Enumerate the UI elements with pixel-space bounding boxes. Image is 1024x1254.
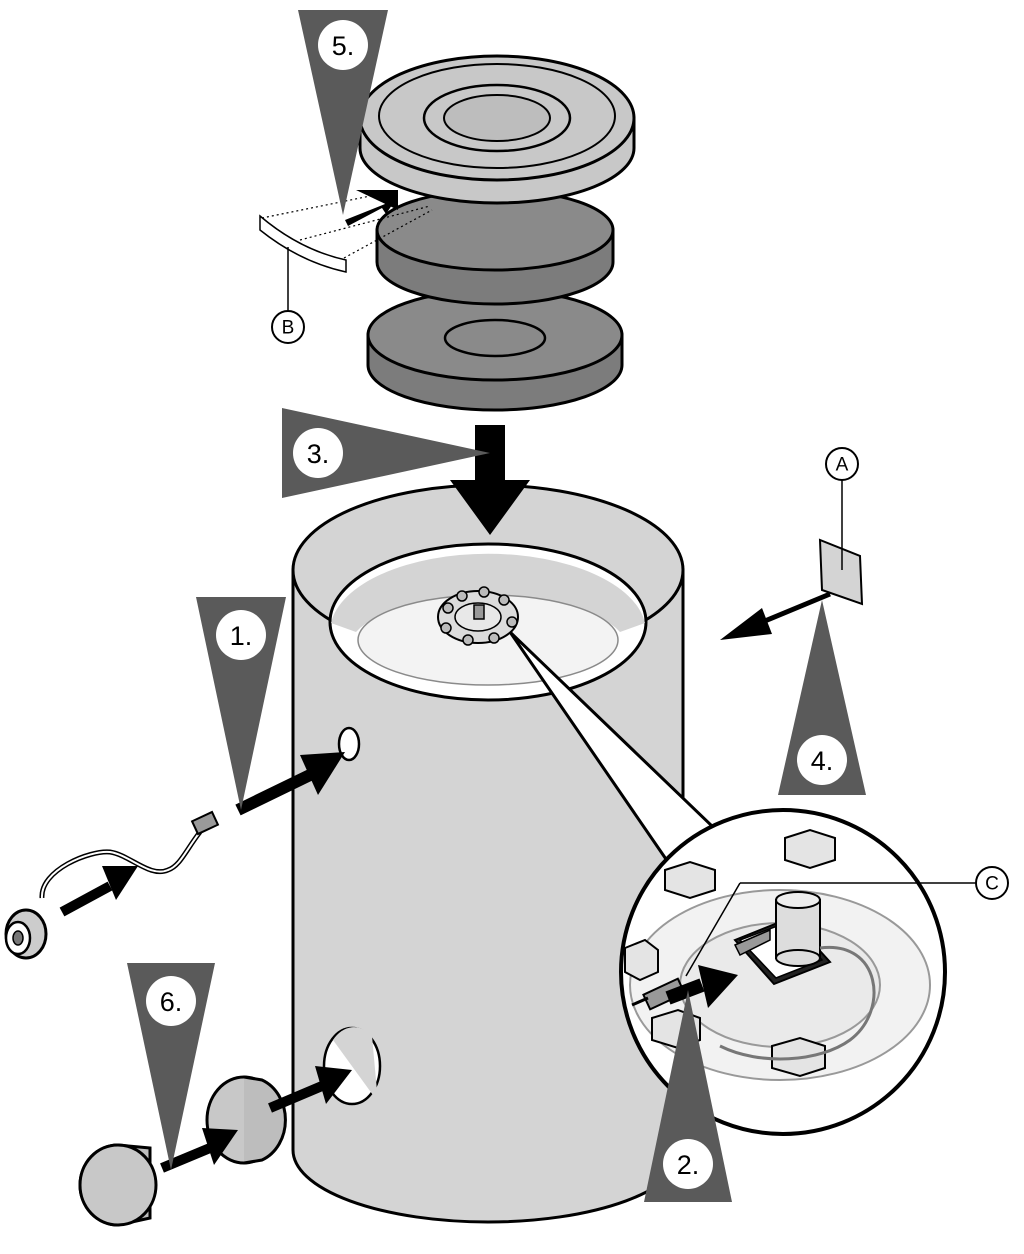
label-strip — [259, 191, 433, 312]
sensor-cable — [4, 810, 220, 960]
zoom-terminal — [733, 891, 832, 986]
step-marker-3: 3. — [282, 408, 490, 498]
callout-b-label: B — [282, 318, 295, 339]
arrow-step-2 — [665, 965, 738, 1008]
step-label-2: 2. — [677, 1150, 700, 1180]
callout-c-label: C — [985, 874, 999, 895]
step-label-4: 4. — [811, 746, 834, 776]
arrow-step-1 — [235, 752, 345, 816]
step-marker-2: 2. — [644, 990, 732, 1202]
middle-insulation-disk — [375, 188, 615, 306]
sensor-plug — [4, 908, 48, 960]
arrow-step-4 — [720, 591, 831, 640]
top-lid — [358, 54, 636, 205]
blanking-plugs — [78, 1075, 287, 1227]
step-marker-1: 1. — [196, 597, 286, 810]
detail-zoom — [508, 630, 947, 1136]
step-marker-5: 5. — [298, 10, 388, 215]
large-plug — [78, 1143, 158, 1227]
lid-stack — [358, 54, 636, 412]
arrow-cable — [59, 866, 138, 917]
step-label-1: 1. — [230, 621, 253, 651]
step-marker-6: 6. — [127, 963, 215, 1170]
upper-side-port — [337, 726, 361, 762]
callout-b: B — [271, 310, 305, 344]
action-arrows — [59, 190, 831, 1173]
storage-tank — [291, 483, 685, 1224]
arrow-step-5-head — [356, 190, 398, 210]
callout-c: C — [685, 866, 1009, 977]
sensor-sleeve — [818, 480, 864, 606]
bottom-insulation-disk — [366, 288, 624, 412]
step-label-6: 6. — [160, 987, 183, 1017]
arrow-step-6 — [160, 1066, 352, 1173]
arrow-step-5 — [345, 196, 398, 226]
step-label-3: 3. — [307, 439, 330, 469]
inner-flange — [437, 586, 519, 646]
callout-a: A — [825, 447, 859, 481]
zoom-wire — [719, 945, 876, 1061]
step-marker-4: 4. — [778, 600, 866, 795]
step-label-5: 5. — [332, 31, 355, 61]
arrow-step-3 — [450, 425, 530, 535]
callout-a-label: A — [836, 455, 849, 476]
